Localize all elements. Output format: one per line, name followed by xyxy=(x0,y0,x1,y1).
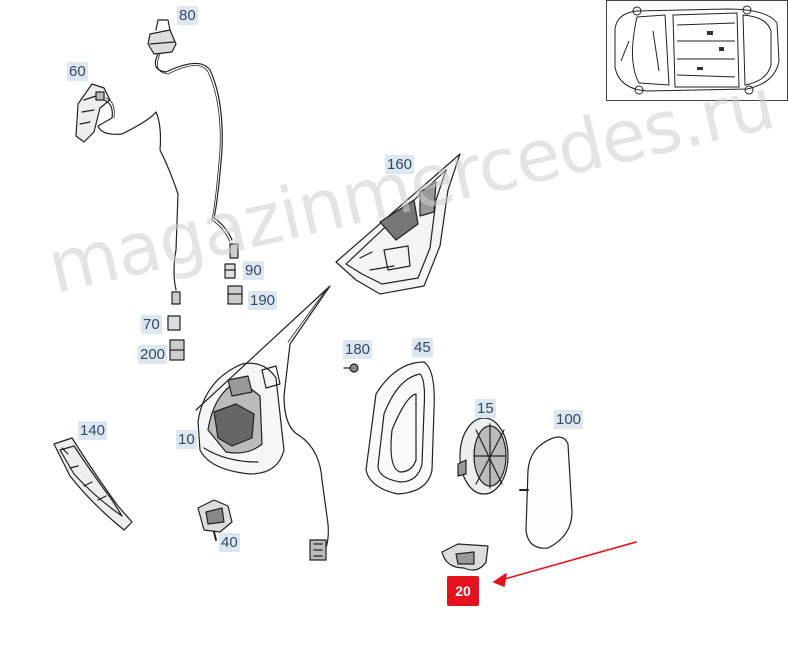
callout-40[interactable]: 40 xyxy=(219,533,240,552)
part-45-frame xyxy=(365,361,435,495)
part-90-connector xyxy=(224,243,239,279)
part-40-actuator xyxy=(197,499,233,541)
callout-160[interactable]: 160 xyxy=(385,155,415,174)
part-100-glass xyxy=(519,436,573,549)
callout-45[interactable]: 45 xyxy=(412,338,433,357)
callout-60[interactable]: 60 xyxy=(67,62,88,81)
car-top-view-icon xyxy=(614,5,780,95)
callout-70[interactable]: 70 xyxy=(141,315,162,334)
part-140-indicator xyxy=(53,437,133,531)
vehicle-locator-thumbnail xyxy=(606,0,788,101)
part-200-connector xyxy=(169,339,185,361)
part-160-cover xyxy=(335,153,461,295)
callout-180[interactable]: 180 xyxy=(343,340,373,359)
callout-200[interactable]: 200 xyxy=(138,345,168,364)
callout-140[interactable]: 140 xyxy=(78,421,108,440)
part-20-cap xyxy=(441,543,489,571)
callout-90[interactable]: 90 xyxy=(243,261,264,280)
part-70-connector xyxy=(167,291,181,331)
harness-end-connector xyxy=(309,539,327,561)
callout-80[interactable]: 80 xyxy=(177,6,198,25)
part-10-housing xyxy=(197,362,285,475)
part-190-connector xyxy=(227,285,243,305)
part-180-screw xyxy=(343,363,359,373)
callout-10[interactable]: 10 xyxy=(176,430,197,449)
part-60-bracket xyxy=(75,83,111,143)
callout-100[interactable]: 100 xyxy=(554,410,584,429)
part-60-harness xyxy=(97,99,179,291)
part-10-glass-outline xyxy=(195,285,331,561)
part-80-connector xyxy=(147,19,177,55)
part-15-motor xyxy=(457,417,509,495)
callout-190[interactable]: 190 xyxy=(248,291,278,310)
callout-20-highlighted[interactable]: 20 xyxy=(447,576,479,606)
highlight-pointer-arrow xyxy=(493,541,637,587)
callout-15[interactable]: 15 xyxy=(475,399,496,418)
part-80-harness xyxy=(154,53,233,241)
